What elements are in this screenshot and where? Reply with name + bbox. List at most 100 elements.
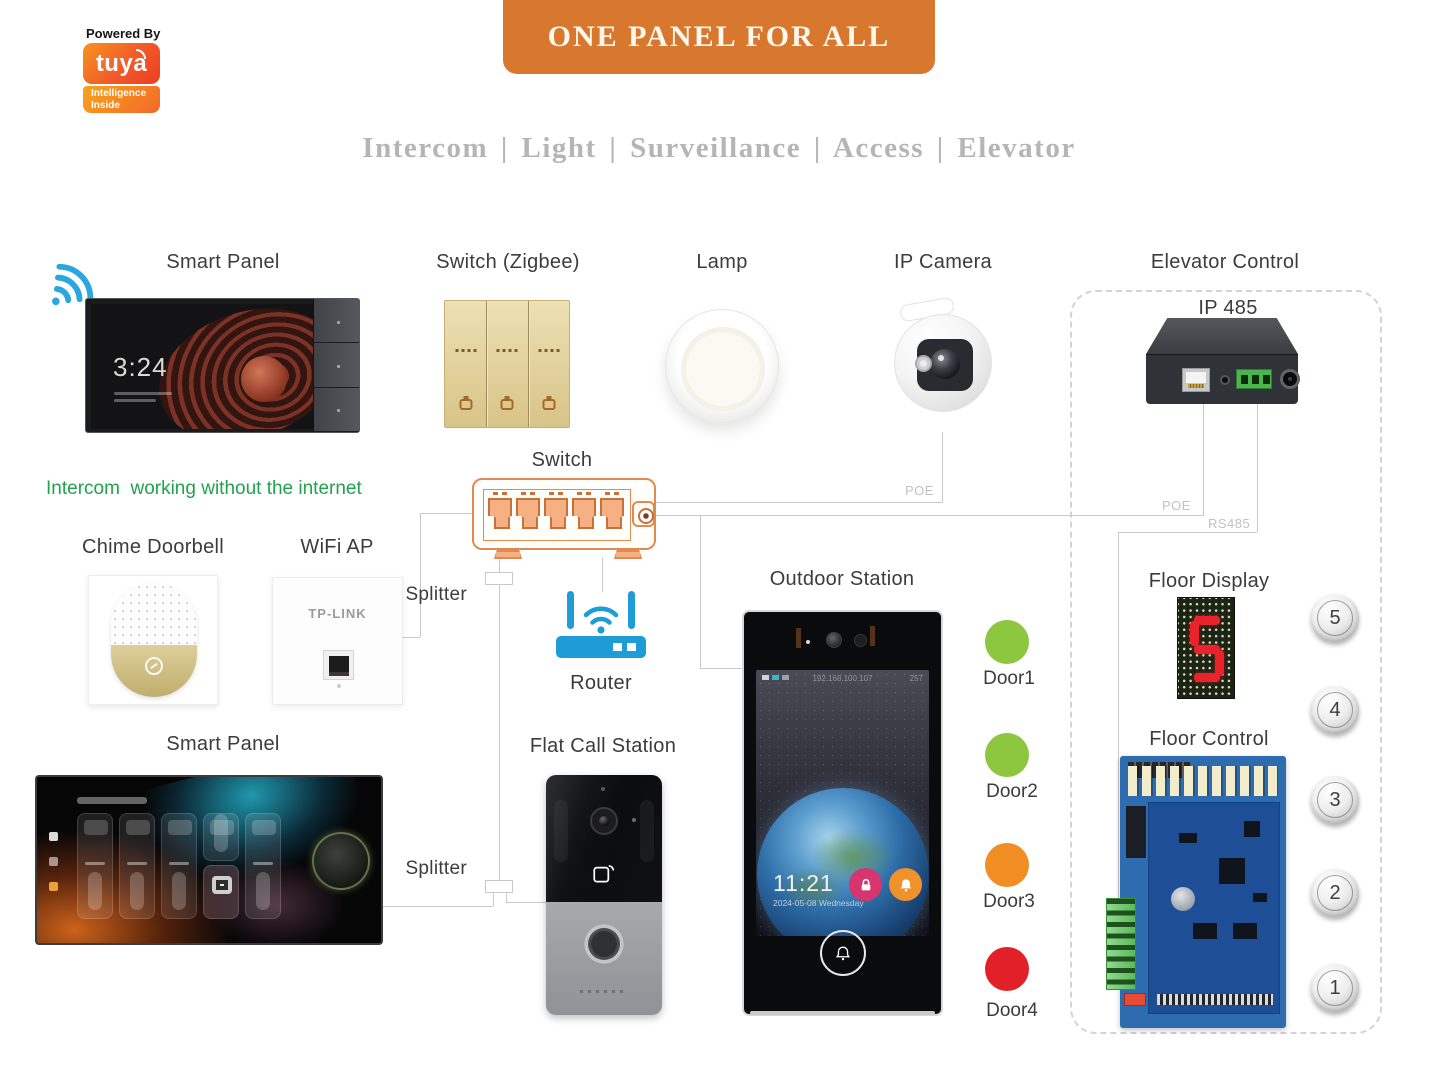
elevator-control-frame — [1070, 290, 1382, 1034]
smart-panel-bottom-device — [35, 775, 383, 945]
station-trim — [796, 628, 801, 648]
floor-display-device — [1177, 597, 1235, 699]
rj45-port — [516, 492, 540, 529]
wire-branch-right-horizontal — [506, 902, 546, 903]
label-outdoor-station: Outdoor Station — [769, 568, 915, 590]
lamp-device — [665, 309, 779, 423]
gang-divider — [528, 301, 529, 427]
elevator-button-3: 3 — [1311, 776, 1359, 824]
station-ip-text: 192.168.100.107 — [812, 674, 873, 683]
door3-indicator — [985, 843, 1029, 887]
label-floor-control: Floor Control — [1149, 728, 1269, 750]
label-door3: Door3 — [983, 891, 1035, 912]
subtitle: Intercom | Light | Surveillance | Access… — [362, 132, 1076, 164]
label-chime-doorbell: Chime Doorbell — [81, 536, 225, 558]
earth-wallpaper — [756, 788, 929, 936]
note-no-internet: Intercom working without the internet — [46, 478, 362, 499]
device-card — [77, 813, 113, 919]
sensor-dot — [632, 818, 636, 822]
ethernet-port — [1182, 368, 1210, 392]
label-lamp: Lamp — [696, 251, 748, 273]
tagline-line1: Intelligence — [91, 88, 147, 99]
device-card — [119, 813, 155, 919]
wire-ap-horizontal-top — [420, 513, 472, 514]
floor-control-board — [1106, 756, 1286, 1028]
button-number: 1 — [1329, 976, 1341, 999]
appliance-icon — [500, 396, 514, 410]
rj45-port — [488, 492, 512, 529]
segment — [1190, 621, 1199, 646]
label-flat-call-station: Flat Call Station — [529, 735, 677, 757]
station-sensor-dot — [806, 640, 810, 644]
trim-pillar — [554, 800, 568, 862]
panel-rocker-button — [314, 343, 359, 388]
mic-dot — [601, 787, 605, 791]
camera-lens-icon — [930, 349, 960, 379]
gateway-top-face — [1146, 318, 1298, 354]
label-splitter-bottom: Splitter — [405, 858, 467, 879]
panel-subtext-line — [114, 399, 156, 402]
panel-rocker-button — [314, 388, 359, 432]
status-icon — [762, 675, 769, 680]
elevator-button-4: 4 — [1311, 686, 1359, 734]
door1-indicator — [985, 620, 1029, 664]
station-clock: 11:21 — [773, 870, 834, 896]
card-text-line — [127, 862, 147, 865]
doorbell-ring-button — [819, 930, 866, 976]
wire-router-vertical — [602, 558, 603, 592]
door4-indicator — [985, 947, 1029, 991]
doorbell-icon — [835, 946, 850, 961]
label-elevator-control: Elevator Control — [1150, 251, 1300, 273]
ethernet-pins — [1188, 384, 1204, 388]
trim-pillar — [640, 800, 654, 862]
segment — [1215, 650, 1224, 676]
status-icon — [782, 675, 789, 680]
label-switch-zigbee: Switch (Zigbee) — [436, 251, 580, 273]
elevator-button-2: 2 — [1311, 869, 1359, 917]
bell-icon — [900, 878, 911, 892]
terminal-slot — [1241, 375, 1248, 384]
tuya-tagline: Intelligence Inside — [83, 86, 160, 113]
panel-title-bar — [77, 797, 147, 804]
lens-glint — [938, 355, 944, 361]
chip — [1219, 858, 1245, 884]
board-terminal-block — [1106, 898, 1136, 990]
switch-foot — [614, 550, 642, 559]
ap-brand-text: TP-LINK — [308, 606, 367, 621]
button-number: 4 — [1329, 698, 1341, 721]
splitter-top-symbol — [485, 572, 513, 585]
lamp-diffuser — [681, 327, 765, 411]
label-door2: Door2 — [986, 781, 1038, 802]
powered-by-text: Powered By — [86, 26, 161, 41]
wifi-signal-icon — [52, 263, 94, 306]
tuya-wifi-arc-icon — [136, 49, 146, 59]
call-station-lower — [546, 902, 662, 1015]
station-trim — [870, 626, 875, 646]
gateway-front-face — [1146, 354, 1300, 404]
port-frame — [483, 489, 631, 541]
label-door1: Door1 — [983, 668, 1035, 689]
wire-ap-horizontal-bottom — [403, 637, 420, 638]
wire-poe-vertical — [1203, 404, 1204, 515]
label-ip-camera: IP Camera — [894, 251, 992, 273]
home-icon — [49, 832, 58, 841]
wire-rs485-vertical-top — [1257, 404, 1258, 532]
elevator-button-5: 5 — [1311, 594, 1359, 642]
board-connector-teeth — [1128, 766, 1278, 796]
capacitor — [1171, 887, 1195, 911]
elevator-button-1: 1 — [1311, 964, 1359, 1012]
banner-title: ONE PANEL FOR ALL — [503, 0, 935, 74]
wire-label-rs485: RS485 — [1208, 516, 1251, 531]
panel-subtext-line — [114, 392, 172, 395]
router-wifi-icon — [556, 591, 646, 658]
board-red-switch — [1124, 993, 1146, 1006]
ethernet-slot — [1186, 372, 1206, 383]
chime-speaker-grill — [111, 583, 197, 645]
rj45-port — [572, 492, 596, 529]
button-number: 2 — [1329, 881, 1341, 904]
label-wifi-ap: WiFi AP — [300, 536, 374, 558]
door2-indicator — [985, 733, 1029, 777]
chime-speaker — [111, 583, 197, 697]
flat-call-station-device — [546, 775, 662, 1015]
speaker-holes — [580, 990, 628, 993]
